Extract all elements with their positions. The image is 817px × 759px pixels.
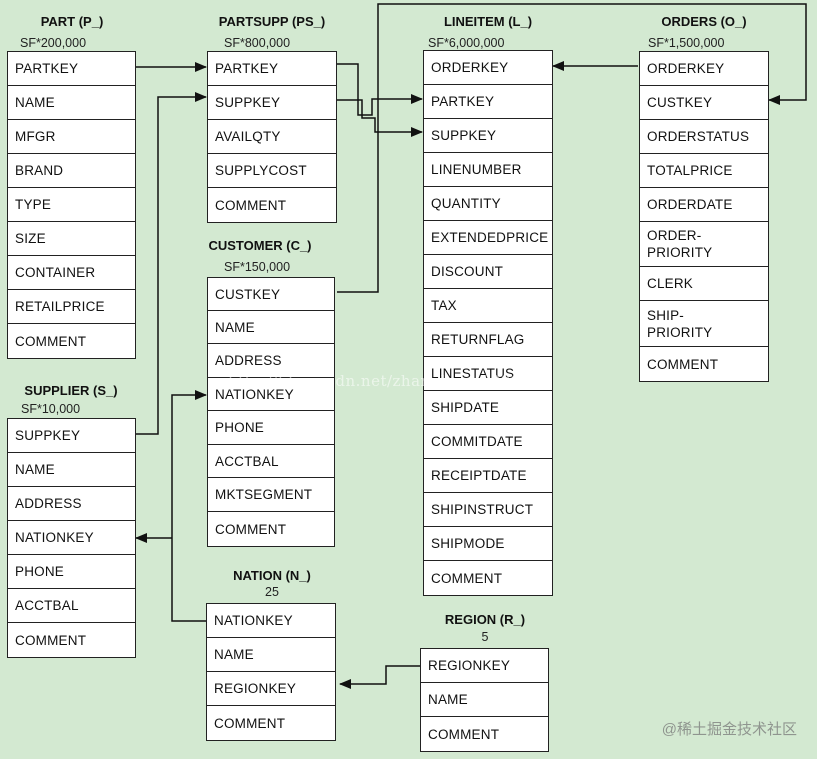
column-suppkey: SUPPKEY xyxy=(8,419,135,453)
column-acctbal: ACCTBAL xyxy=(208,445,334,478)
table-name: LINEITEM (L_) xyxy=(443,14,533,29)
table-scale: 25 xyxy=(265,585,279,599)
column-mfgr: MFGR xyxy=(8,120,135,154)
column-container: CONTAINER xyxy=(8,256,135,290)
column-comment: COMMENT xyxy=(647,356,719,372)
link-partsupp-lineitem-partkey xyxy=(337,63,423,116)
table-scale: SF*6,000,000 xyxy=(428,36,505,50)
column-comment: COMMENT xyxy=(215,521,287,537)
column-size: SIZE xyxy=(8,222,135,256)
column-shipmode: SHIPMODE xyxy=(424,527,552,561)
table-name: CUSTOMER (C_) xyxy=(208,238,312,253)
column-orderdate: ORDERDATE xyxy=(640,188,768,222)
column-ship-priority: SHIP- PRIORITY xyxy=(640,301,768,347)
column-name: NAME xyxy=(421,683,548,717)
column-name: NAME xyxy=(207,638,335,672)
column-nationkey: NATIONKEY xyxy=(207,604,335,638)
column-orderstatus: ORDERSTATUS xyxy=(640,120,768,154)
column-comment: COMMENT xyxy=(15,333,87,349)
column-name: NAME xyxy=(208,311,334,344)
column-partkey: PARTKEY xyxy=(208,52,336,86)
column-partkey: PARTKEY xyxy=(424,85,552,119)
column-mktsegment: MKTSEGMENT xyxy=(208,478,334,512)
column-order-priority: ORDER- PRIORITY xyxy=(640,222,768,267)
column-comment: COMMENT xyxy=(428,726,500,742)
column-retailprice: RETAILPRICE xyxy=(8,290,135,324)
column-tax: TAX xyxy=(424,289,552,323)
link-nation-customer xyxy=(171,390,207,622)
table-scale: 5 xyxy=(481,630,489,644)
column-name: NAME xyxy=(8,86,135,120)
column-availqty: AVAILQTY xyxy=(208,120,336,154)
link-customer-orders xyxy=(337,3,807,293)
table-name: PARTSUPP (PS_) xyxy=(218,14,326,29)
column-custkey: CUSTKEY xyxy=(208,278,334,311)
column-nationkey: NATIONKEY xyxy=(208,378,334,411)
link-region-nation xyxy=(339,665,420,689)
column-address: ADDRESS xyxy=(8,487,135,521)
table-scale: SF*200,000 xyxy=(20,36,87,50)
column-name: NAME xyxy=(8,453,135,487)
column-partkey: PARTKEY xyxy=(8,52,135,86)
table-scale: SF*800,000 xyxy=(224,36,291,50)
table-name: REGION (R_) xyxy=(444,612,526,627)
column-shipinstruct: SHIPINSTRUCT xyxy=(424,493,552,527)
column-comment: COMMENT xyxy=(431,570,503,586)
table-name: ORDERS (O_) xyxy=(661,14,747,29)
column-commitdate: COMMITDATE xyxy=(424,425,552,459)
link-supplier-partsupp xyxy=(136,92,207,435)
column-comment: COMMENT xyxy=(215,197,287,213)
column-custkey: CUSTKEY xyxy=(640,86,768,120)
column-clerk: CLERK xyxy=(640,267,768,301)
column-totalprice: TOTALPRICE xyxy=(640,154,768,188)
column-acctbal: ACCTBAL xyxy=(8,589,135,623)
column-orderkey: ORDERKEY xyxy=(640,52,768,86)
table-name: PART (P_) xyxy=(40,14,104,29)
column-nationkey: NATIONKEY xyxy=(8,521,135,555)
column-regionkey: REGIONKEY xyxy=(421,649,548,683)
table-scale: SF*10,000 xyxy=(21,402,81,416)
column-returnflag: RETURNFLAG xyxy=(424,323,552,357)
column-address: ADDRESS xyxy=(208,344,334,378)
column-discount: DISCOUNT xyxy=(424,255,552,289)
credit-watermark: @稀土掘金技术社区 xyxy=(661,721,797,738)
column-shipdate: SHIPDATE xyxy=(424,391,552,425)
column-receiptdate: RECEIPTDATE xyxy=(424,459,552,493)
column-brand: BRAND xyxy=(8,154,135,188)
table-name: SUPPLIER (S_) xyxy=(24,383,118,398)
column-comment: COMMENT xyxy=(15,632,87,648)
column-type: TYPE xyxy=(8,188,135,222)
column-linestatus: LINESTATUS xyxy=(424,357,552,391)
table-scale: SF*150,000 xyxy=(224,260,291,274)
column-supplycost: SUPPLYCOST xyxy=(208,154,336,188)
watermark: http://blog.csdn.net/zhangbang1989 xyxy=(228,372,521,390)
column-orderkey: ORDERKEY xyxy=(424,51,552,85)
column-phone: PHONE xyxy=(208,411,334,445)
link-partsupp-lineitem-suppkey xyxy=(337,99,423,137)
column-comment: COMMENT xyxy=(214,715,286,731)
table-scale: SF*1,500,000 xyxy=(648,36,725,50)
column-regionkey: REGIONKEY xyxy=(207,672,335,706)
column-extendedprice: EXTENDEDPRICE xyxy=(424,221,552,255)
column-quantity: QUANTITY xyxy=(424,187,552,221)
column-suppkey: SUPPKEY xyxy=(424,119,552,153)
column-suppkey: SUPPKEY xyxy=(208,86,336,120)
column-linenumber: LINENUMBER xyxy=(424,153,552,187)
table-name: NATION (N_) xyxy=(233,568,311,583)
column-phone: PHONE xyxy=(8,555,135,589)
